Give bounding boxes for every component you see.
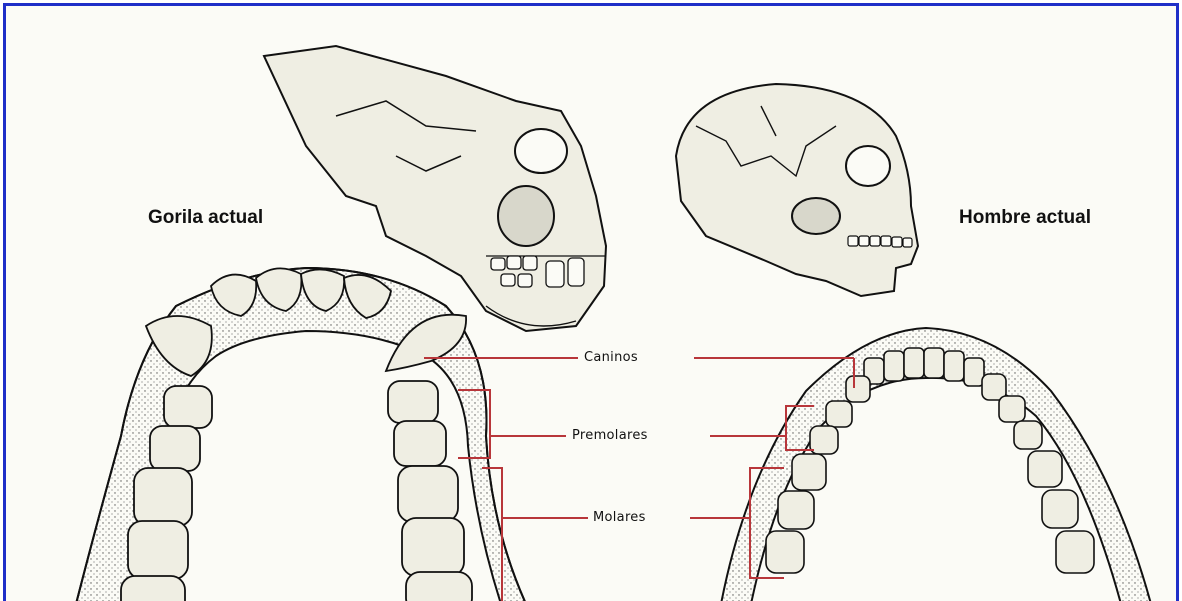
molars-label: Molares [590, 510, 649, 525]
premolars-label: Premolares [569, 428, 651, 443]
diagram-frame: Gorila actual Hombre actual Caninos Prem… [3, 3, 1179, 601]
human-skull-icon [676, 84, 918, 296]
human-dental-arch [721, 328, 1151, 601]
gorilla-label: Gorila actual [148, 207, 263, 229]
gorilla-dental-arch [76, 268, 526, 601]
human-label: Hombre actual [959, 207, 1091, 229]
canines-label: Caninos [581, 350, 641, 365]
